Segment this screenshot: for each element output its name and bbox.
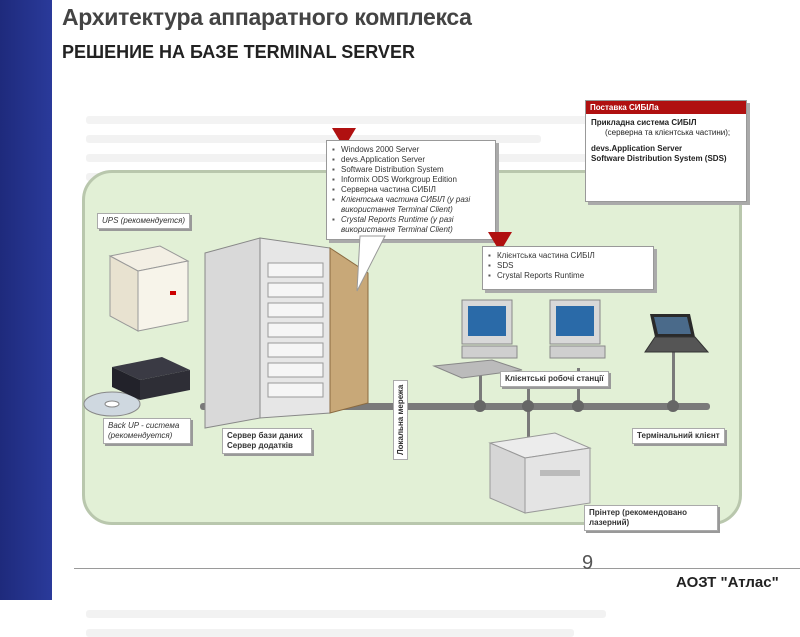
client-callout-item: Клієнтська частина СИБІЛ [488, 251, 653, 261]
workstation-icon [432, 299, 523, 379]
terminal-laptop-icon [644, 314, 710, 353]
server-cabinet-icon [204, 237, 369, 429]
supply-box-line: Software Distribution System (SDS) [591, 154, 727, 163]
ups-device-icon [108, 245, 190, 332]
workstation-icon [549, 299, 606, 359]
client-callout-item: Crystal Reports Runtime [488, 271, 653, 281]
network-node [667, 400, 679, 412]
supply-box-line: (серверна та клієнтська частини); [605, 128, 731, 137]
workstations-label: Клієнтські робочі станції [500, 371, 609, 387]
server-callout-item: Серверна частина СИБІЛ [332, 185, 495, 195]
network-label: Локальна мережа [393, 379, 408, 460]
connector-ws1 [479, 368, 482, 406]
server-callout-item: Software Distribution System [332, 165, 495, 175]
slide-sidebar [0, 0, 52, 600]
slide-title: Архитектура аппаратного комплекса [62, 4, 472, 30]
supply-box: Поставка СИБІЛа Прикладна система СИБІЛ … [585, 100, 747, 202]
server-callout-item: Crystal Reports Runtime (у разі використ… [332, 215, 495, 235]
connector-ws3 [577, 368, 580, 406]
footer-divider [74, 568, 800, 569]
connector-printer [527, 406, 530, 442]
backup-device-icon [83, 357, 190, 417]
supply-box-line: devs.Application Server [591, 144, 683, 153]
supply-box-line: Прикладна система СИБІЛ [591, 118, 697, 127]
slide-subtitle: РЕШЕНИЕ НА БАЗЕ TERMINAL SERVER [62, 42, 415, 62]
backup-label: Back UP - система (рекомендуется) [103, 418, 191, 444]
network-node [474, 400, 486, 412]
printer-icon [488, 432, 592, 514]
server-callout-item: Клієнтська частина СИБІЛ (у разі викорис… [332, 195, 495, 215]
network-node [572, 400, 584, 412]
server-callout-item: Informix ODS Workgroup Edition [332, 175, 495, 185]
server-label: Сервер бази даних Сервер додатків [222, 428, 312, 454]
printer-label: Прінтер (рекомендовано лазерний) [584, 505, 718, 531]
supply-box-header: Поставка СИБІЛа [586, 101, 746, 114]
network-node [522, 400, 534, 412]
page-number: 9 [582, 552, 594, 574]
client-callout-item: SDS [488, 261, 653, 271]
server-callout: Windows 2000 Server devs.Application Ser… [326, 140, 496, 240]
client-callout: Клієнтська частина СИБІЛ SDS Crystal Rep… [482, 246, 654, 290]
server-callout-item: devs.Application Server [332, 155, 495, 165]
terminal-label: Термінальний клієнт [632, 428, 725, 444]
server-callout-pointer [356, 235, 386, 292]
server-callout-item: Windows 2000 Server [332, 145, 495, 155]
connector-ws2 [527, 382, 530, 406]
network-backbone [200, 403, 710, 410]
ups-label: UPS (рекомендуется) [97, 213, 190, 229]
connector-terminal [672, 352, 675, 406]
company-name: АОЗТ "Атлас" [676, 574, 779, 591]
